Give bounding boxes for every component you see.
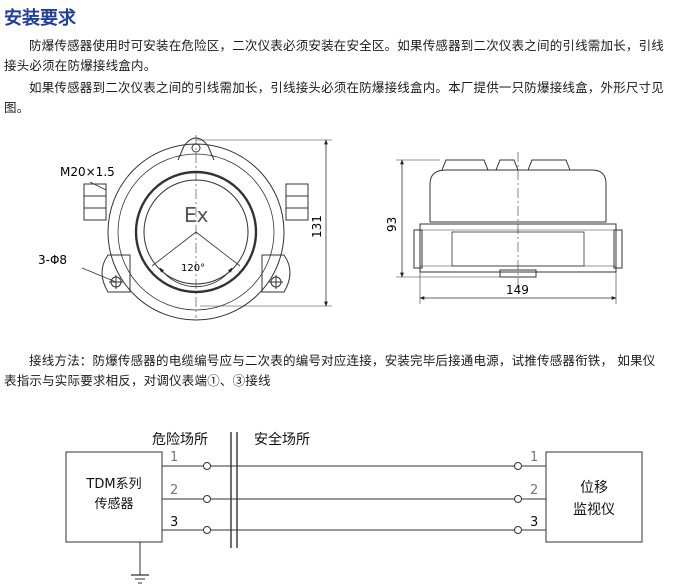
- angle-label: 120°: [181, 263, 205, 274]
- right-cable-gland: [285, 183, 309, 221]
- right-terminal-2-label: 2: [530, 483, 538, 498]
- left-terminal-2-label: 2: [170, 483, 178, 498]
- left-terminal-2: [203, 495, 211, 503]
- right-terminal-2: [514, 495, 522, 503]
- side-width-dim: 149: [506, 283, 529, 297]
- section-title: 安装要求: [4, 8, 76, 29]
- sensor-label-2: 传感器: [94, 496, 133, 512]
- side-top-bolt-1: [441, 159, 489, 171]
- monitor-label-1: 位移: [580, 480, 608, 496]
- side-cover: [429, 169, 607, 222]
- wiring-diagram: [65, 432, 643, 584]
- left-terminal-3-label: 3: [170, 515, 178, 530]
- hazard-zone-label: 危险场所: [152, 432, 208, 448]
- safe-zone-label: 安全场所: [254, 431, 310, 448]
- right-terminal-3: [514, 526, 522, 534]
- side-height-dim: 93: [385, 217, 399, 232]
- paragraph-installation: 防爆传感器使用时可安装在危险区，二次仪表必须安装在安全区。如果传感器到二次仪表之…: [4, 38, 665, 73]
- monitor-box: [545, 451, 643, 543]
- ex-mark: Ex: [184, 203, 209, 227]
- side-view-drawing: [396, 152, 623, 304]
- sensor-box: [65, 451, 163, 543]
- front-height-dim: 131: [310, 215, 324, 238]
- left-cable-gland: [83, 183, 107, 221]
- side-top-bolt-2: [527, 159, 571, 171]
- paragraph-junction-box: 如果传感器到二次仪表之间的引线需加长，引线接头必须在防爆接线盒内。本厂提供一只防…: [4, 80, 665, 115]
- right-terminal-1-label: 1: [530, 450, 538, 465]
- right-mounting-ear: [261, 254, 291, 293]
- left-terminal-1: [203, 462, 211, 470]
- left-terminal-1-label: 1: [170, 450, 178, 465]
- right-terminal-3-label: 3: [530, 515, 538, 530]
- left-mounting-ear: [101, 254, 131, 293]
- sensor-label-1: TDM系列: [85, 477, 141, 492]
- left-terminal-3: [203, 526, 211, 534]
- front-view-drawing: [81, 135, 332, 321]
- right-terminal-1: [514, 462, 522, 470]
- hole-label: 3-Φ8: [38, 253, 67, 267]
- thread-label: M20×1.5: [60, 165, 115, 179]
- paragraph-wiring-method: 接线方法：防爆传感器的电缆编号应与二次表的编号对应连接，安装完毕后接通电源，试推…: [4, 353, 656, 388]
- monitor-label-2: 监视仪: [573, 502, 615, 518]
